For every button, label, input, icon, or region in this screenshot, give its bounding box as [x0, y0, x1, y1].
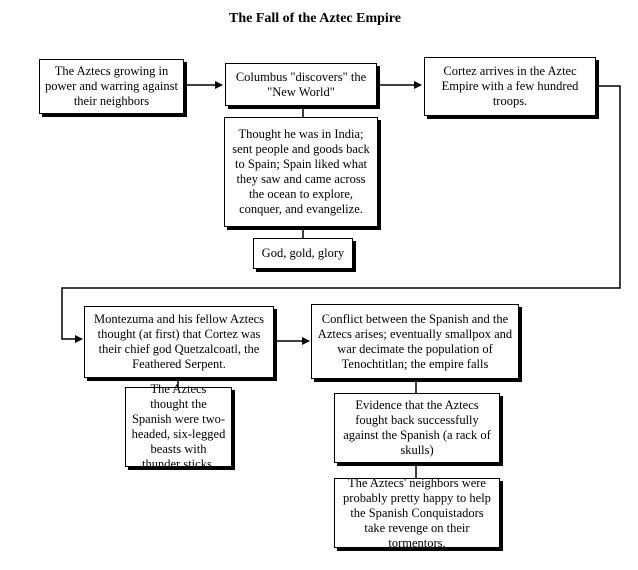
node-god-gold-glory: God, gold, glory — [253, 238, 353, 269]
node-two-headed: The Aztecs thought the Spanish were two-… — [125, 382, 232, 471]
node-neighbors-happy-text: The Aztecs' neighbors were probably pret… — [343, 475, 491, 550]
node-evidence: Evidence that the Aztecs fought back suc… — [334, 393, 500, 463]
node-thought-india: Thought he was in India; sent people and… — [224, 117, 378, 227]
node-cortez-arrives: Cortez arrives in the Aztec Empire with … — [424, 57, 596, 116]
diagram-title-text: The Fall of the Aztec Empire — [229, 11, 401, 26]
node-neighbors-happy: The Aztecs' neighbors were probably pret… — [334, 475, 500, 550]
node-conflict: Conflict between the Spanish and the Azt… — [311, 304, 519, 379]
node-aztecs-growing-text: The Aztecs growing in power and warring … — [45, 64, 178, 108]
node-cortez-arrives-text: Cortez arrives in the Aztec Empire with … — [441, 64, 579, 108]
node-evidence-text: Evidence that the Aztecs fought back suc… — [343, 398, 491, 457]
node-columbus: Columbus "discovers" the "New World" — [225, 63, 377, 106]
node-columbus-text: Columbus "discovers" the "New World" — [235, 69, 367, 99]
node-montezuma-text: Montezuma and his fellow Aztecs thought … — [93, 312, 265, 371]
node-conflict-text: Conflict between the Spanish and the Azt… — [317, 311, 513, 371]
node-aztecs-growing: The Aztecs growing in power and warring … — [39, 59, 184, 114]
node-god-gold-glory-text: God, gold, glory — [261, 246, 345, 260]
node-thought-india-text: Thought he was in India; sent people and… — [232, 127, 370, 216]
node-montezuma: Montezuma and his fellow Aztecs thought … — [84, 306, 274, 378]
node-two-headed-text: The Aztecs thought the Spanish were two-… — [131, 382, 226, 471]
